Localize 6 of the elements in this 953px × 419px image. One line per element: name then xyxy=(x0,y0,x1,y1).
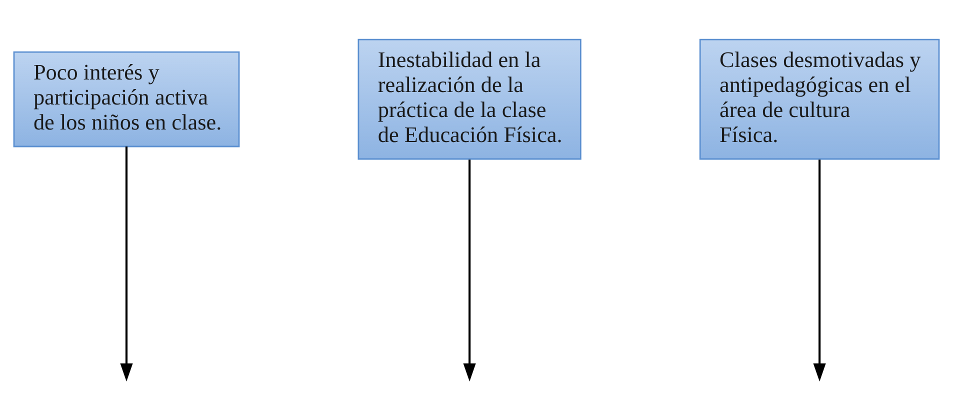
node-box: Inestabilidad en la realización de la práctica de la clase de Educación Física. xyxy=(358,38,582,160)
arrow xyxy=(463,160,476,382)
node-box: Clases desmotivadas y antipedagógicas en el área de cultura Física. xyxy=(699,38,940,160)
node-box: Poco interés y participación activa de los niños en clase. xyxy=(13,51,240,148)
arrow xyxy=(120,146,133,382)
arrow xyxy=(813,160,826,382)
